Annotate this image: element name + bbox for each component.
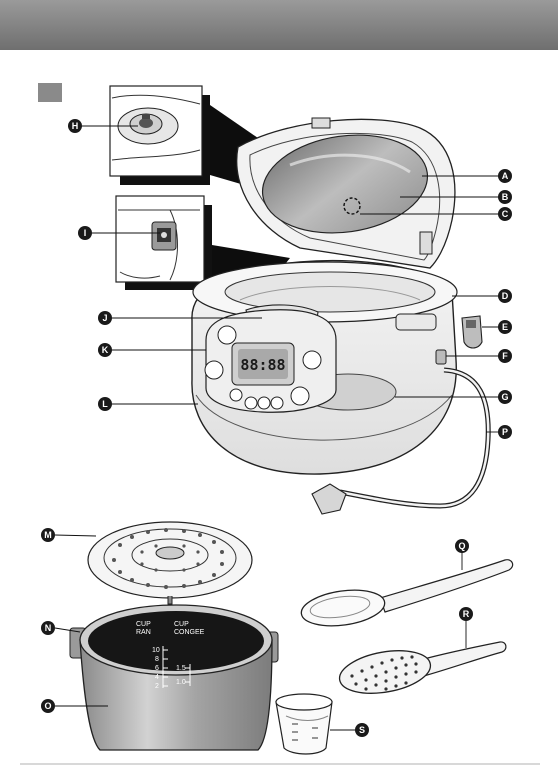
callout-N: N [41, 621, 55, 635]
callout-P: P [498, 425, 512, 439]
section-marker [38, 83, 62, 102]
inset-steam-vent [109, 85, 210, 185]
callout-F: F [498, 349, 512, 363]
scale-tick-label: 4 [155, 674, 159, 681]
svg-text:O: O [44, 701, 51, 711]
svg-text:C: C [502, 209, 509, 219]
svg-text:N: N [45, 623, 52, 633]
svg-text:I: I [84, 228, 87, 238]
callout-C: C [498, 207, 512, 221]
panel-button [270, 396, 284, 410]
svg-text:J: J [102, 313, 107, 323]
callout-I: I [78, 226, 92, 240]
panel-button [217, 325, 237, 345]
svg-text:R: R [463, 609, 470, 619]
inner-bowl: CUP RAN CUP CONGEE 10 8 6 4 2 1.5 1.0 [69, 604, 279, 751]
callout-Q: Q [455, 539, 469, 553]
steaming-tray [87, 521, 253, 605]
callout-H: H [68, 119, 82, 133]
scale-tick-label: 8 [155, 656, 159, 663]
svg-text:G: G [501, 392, 508, 402]
callout-K: K [98, 343, 112, 357]
callout-M: M [41, 528, 55, 542]
scale-tick-label: 2 [155, 683, 159, 690]
callout-D: D [498, 289, 512, 303]
lid [236, 117, 456, 269]
inset-power-socket [115, 195, 212, 290]
svg-text:H: H [72, 121, 79, 131]
svg-text:M: M [44, 530, 52, 540]
bowl-congee-label: CONGEE [174, 629, 205, 636]
panel-button [204, 360, 224, 380]
leader-lines [54, 125, 500, 731]
svg-text:F: F [502, 351, 508, 361]
svg-text:L: L [102, 399, 108, 409]
condensation-collector [461, 315, 483, 349]
svg-text:K: K [102, 345, 109, 355]
soup-ladle [338, 641, 507, 694]
svg-text:A: A [502, 171, 509, 181]
callout-E: E [498, 320, 512, 334]
svg-text:D: D [502, 291, 509, 301]
display-readout: 88:88 [240, 356, 285, 374]
panel-button [244, 396, 258, 410]
callout-J: J [98, 311, 112, 325]
callout-O: O [41, 699, 55, 713]
callout-B: B [498, 190, 512, 204]
power-cord [311, 367, 491, 515]
scale-tick-label: 10 [152, 647, 160, 654]
callout-G: G [498, 390, 512, 404]
measuring-cup [275, 693, 333, 755]
svg-text:P: P [502, 427, 508, 437]
bowl-cup-label: CUP [136, 621, 151, 628]
svg-text:B: B [502, 192, 509, 202]
control-panel: 88:88 [204, 309, 337, 413]
scale-tick-label: 1.5 [176, 665, 186, 672]
callout-A: A [498, 169, 512, 183]
callout-S: S [355, 723, 369, 737]
scale-tick-label: 1.0 [176, 679, 186, 686]
header-bar [0, 0, 558, 50]
rice-spoon [300, 559, 514, 627]
bowl-rice-label: RAN [136, 629, 151, 636]
panel-button [290, 386, 310, 406]
svg-text:E: E [502, 322, 508, 332]
panel-button [257, 396, 271, 410]
svg-text:S: S [359, 725, 365, 735]
svg-text:Q: Q [458, 541, 465, 551]
scale-tick-label: 6 [155, 665, 159, 672]
panel-button [302, 350, 322, 370]
callout-R: R [459, 607, 473, 621]
callout-L: L [98, 397, 112, 411]
panel-button [229, 388, 243, 402]
bowl-cup-label: CUP [174, 621, 189, 628]
